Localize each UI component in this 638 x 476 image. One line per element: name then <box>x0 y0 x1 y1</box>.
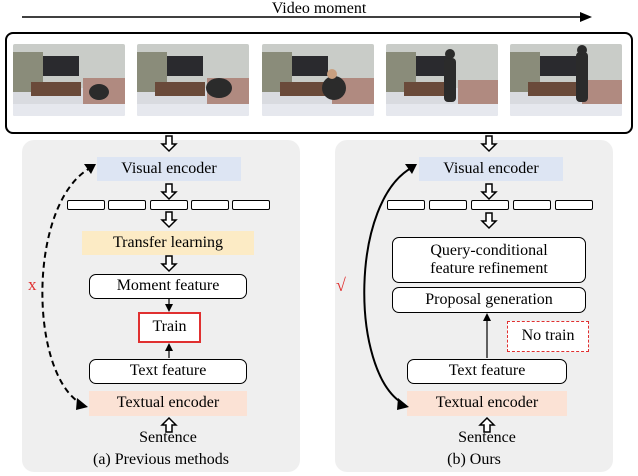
left-sentence-label: Sentence <box>139 429 197 446</box>
left-feature-cell <box>150 200 188 210</box>
video-frame-icon <box>13 44 125 116</box>
hollow-up-arrow-icon <box>478 416 496 433</box>
left-text-feature: Text feature <box>89 359 247 384</box>
hollow-down-arrow-icon <box>480 183 498 201</box>
left-dashed-curve <box>41 166 93 404</box>
left-textual-encoder: Textual encoder <box>89 391 247 416</box>
video-moment-label: Video moment <box>271 0 367 17</box>
hollow-down-arrow-icon <box>160 211 178 229</box>
right-sentence-label: Sentence <box>458 429 516 446</box>
left-curve-head-bottom <box>76 398 88 410</box>
left-feature-cell <box>191 200 229 210</box>
right-solid-curve <box>363 166 414 404</box>
right-query-conditional-refinement: Query-conditional feature refinement <box>392 237 586 283</box>
previous-methods-panel <box>22 140 300 472</box>
right-curve-head-bottom <box>397 398 409 410</box>
hollow-down-arrow-icon <box>160 183 178 201</box>
right-feature-cell <box>471 200 509 210</box>
timeline-arrow-head <box>580 12 592 22</box>
video-frame-icon <box>510 44 622 116</box>
right-caption: (b) Ours <box>447 451 501 468</box>
hollow-up-arrow-icon <box>160 416 178 433</box>
left-transfer-learning: Transfer learning <box>82 231 254 255</box>
right-query-refinement-line2: feature refinement <box>430 260 548 277</box>
left-feature-cell <box>232 200 270 210</box>
video-frame-icon <box>386 44 498 116</box>
left-caption: (a) Previous methods <box>93 451 229 468</box>
left-x-mark: x <box>28 275 37 294</box>
right-textual-encoder: Textual encoder <box>407 391 567 416</box>
left-train-box: Train <box>138 312 201 343</box>
right-feature-cell <box>387 200 425 210</box>
left-feature-cell <box>108 200 146 210</box>
hollow-down-arrow-icon <box>160 135 178 153</box>
video-frame-5 <box>510 44 622 116</box>
left-moment-feature: Moment feature <box>89 274 247 299</box>
video-frame-icon <box>137 44 249 116</box>
video-frame-4 <box>386 44 498 116</box>
video-frame-1 <box>13 44 125 116</box>
hollow-down-arrow-icon <box>480 212 498 230</box>
hollow-down-arrow-icon <box>160 255 178 273</box>
right-no-train-box: No train <box>507 321 589 352</box>
video-frame-3 <box>262 44 374 116</box>
hollow-down-arrow-icon <box>480 135 498 153</box>
video-frame-2 <box>137 44 249 116</box>
right-visual-encoder: Visual encoder <box>419 157 563 181</box>
right-feature-cell <box>429 200 467 210</box>
right-check-mark: √ <box>336 275 346 295</box>
left-visual-encoder: Visual encoder <box>97 157 241 181</box>
right-curve-head-top <box>405 164 417 174</box>
video-frame-icon <box>262 44 374 116</box>
right-feature-cell <box>555 200 593 210</box>
right-query-refinement-line1: Query-conditional <box>430 241 548 259</box>
right-proposal-generation: Proposal generation <box>392 287 586 313</box>
left-feature-cell <box>67 200 105 210</box>
right-text-feature: Text feature <box>407 359 567 384</box>
right-feature-cell <box>513 200 551 210</box>
left-curve-head-top <box>84 164 96 174</box>
